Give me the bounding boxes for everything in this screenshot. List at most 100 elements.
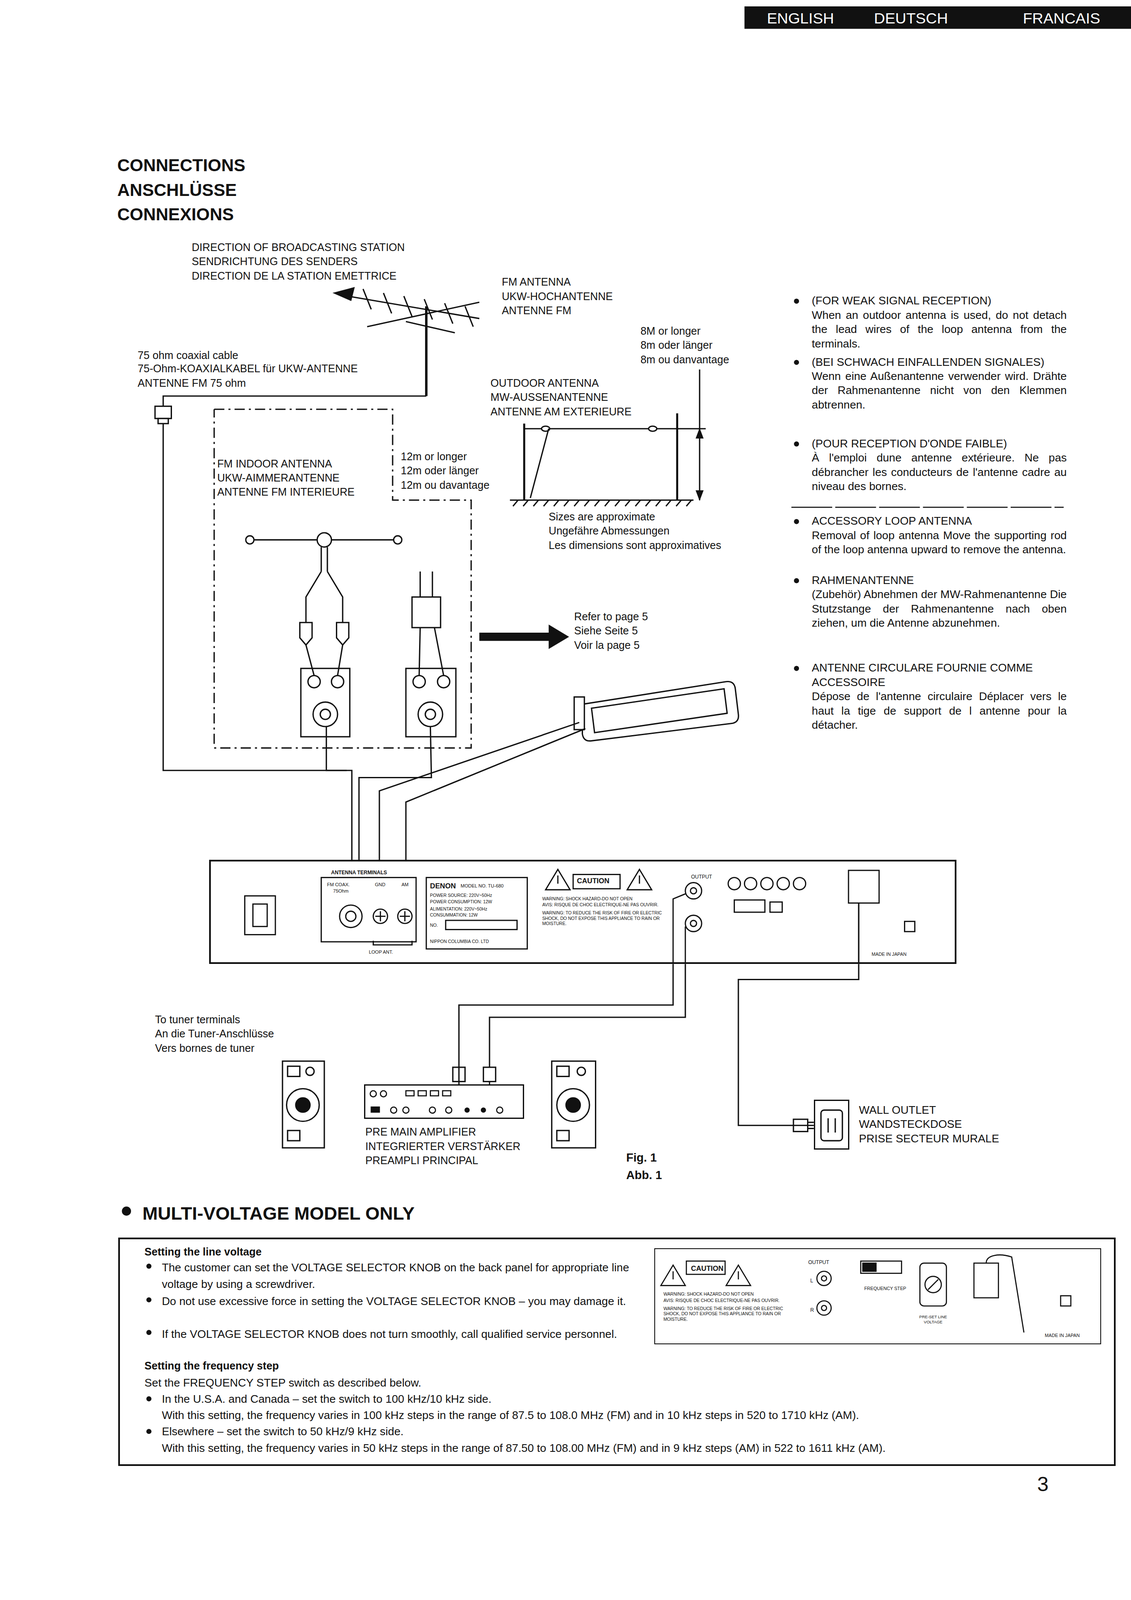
mini-panel-details <box>860 1260 902 1274</box>
amplifier-box: PRE MAIN AMPLIFIERINTEGRIERTER VERSTÄRKE… <box>364 1084 525 1119</box>
tuner-rear-panel-details <box>728 877 741 890</box>
node-text: ALIMENTATION: 220V~50Hz <box>430 906 488 913</box>
feeder-adapter <box>411 596 441 628</box>
tuner-rear-panel-details <box>684 926 686 964</box>
language-tab: FRANCAIS <box>1023 9 1101 29</box>
bullet-dot <box>793 518 799 525</box>
callout-label: Siehe Seite 5 <box>574 623 638 638</box>
t-dipole-antenna <box>325 726 327 748</box>
mini-panel-details <box>927 1279 939 1290</box>
node-text: NIPPON COLUMBIA CO. LTD <box>430 938 490 945</box>
node-text: CONSUMMATION: 12W <box>430 912 479 919</box>
wall-outlet-plug <box>821 1109 843 1141</box>
mini-panel-details <box>821 1305 827 1311</box>
node-text: Do not use excessive force in setting th… <box>161 1292 639 1309</box>
mini-rear-panel: CAUTIONWARNING: SHOCK HAZARD-DO NOT OPEN… <box>654 1247 1102 1344</box>
callout-label: DIRECTION OF BROADCASTING STATION <box>191 240 405 254</box>
node-text: GND <box>375 881 386 888</box>
node-text: PREAMPLI PRINCIPAL <box>365 1153 479 1167</box>
bullet-dot <box>122 298 800 1435</box>
t-dipole-antenna <box>331 675 344 688</box>
mini-panel-details <box>924 1276 942 1293</box>
speaker <box>306 1066 315 1076</box>
tuner-rear-panel-details <box>685 882 702 899</box>
output-cable <box>483 1066 496 1082</box>
note-body: Wenn eine Außenantenne verwender wird. D… <box>811 369 1067 412</box>
tuner-rear-panel-details <box>904 921 916 932</box>
fm-yagi-antenna <box>334 287 354 301</box>
t-dipole-antenna <box>306 571 322 623</box>
t-dipole-antenna <box>320 546 322 572</box>
tuner-rear-panel-details <box>760 877 774 890</box>
tuner-rear-panel-details <box>793 877 806 890</box>
tuner-rear-panel-details <box>573 874 621 889</box>
reference-arrow <box>479 624 569 649</box>
speaker <box>287 1130 301 1141</box>
fm-yagi-antenna <box>405 321 455 333</box>
node-text: CAUTION <box>577 876 610 886</box>
callout-label: 8M or longer <box>640 324 701 338</box>
t-dipole-antenna <box>300 622 313 645</box>
bullet-dot <box>146 1428 152 1434</box>
note-heading: RAHMENANTENNE <box>811 573 1067 588</box>
amplifier-controls <box>390 1106 397 1113</box>
callout-label: Vers bornes de tuner <box>154 1041 255 1055</box>
t-dipole-antenna <box>245 532 403 748</box>
bullet-dot <box>793 298 799 304</box>
fm-yagi-antenna <box>465 306 474 327</box>
bullet-dot <box>793 441 799 447</box>
fm-yagi-antenna <box>383 292 392 314</box>
mini-panel-details <box>821 1275 827 1281</box>
t-dipole-antenna <box>327 571 343 623</box>
speaker <box>282 1061 596 1148</box>
note-body: (Zubehör) Abnehmen der MW-Rahmenantenne … <box>811 587 1067 630</box>
speaker <box>556 1066 570 1077</box>
fm-yagi-antenna <box>334 287 480 396</box>
callout-label: FM ANTENNA <box>501 275 572 289</box>
node-text: MADE IN JAPAN <box>871 951 907 957</box>
callout-label: UKW-HOCHANTENNE <box>501 289 613 304</box>
note-body: When an outdoor antenna is used, do not … <box>811 308 1067 351</box>
loop-antenna <box>574 696 585 730</box>
tuner-rear-panel-details <box>777 877 790 890</box>
node-text: Elsewhere – set the switch to 50 kHz/9 k… <box>161 1424 404 1438</box>
note-heading: (BEI SCHWACH EINFALLENDEN SIGNALES) <box>811 355 1067 370</box>
callout-label: ANTENNE FM <box>501 303 572 318</box>
t-dipole-antenna <box>393 535 402 544</box>
tuner-rear-panel: ANTENNA TERMINALSFM COAX.75OhmGNDAMLOOP … <box>209 859 957 964</box>
speaker <box>577 1066 586 1076</box>
node-text: With this setting, the frequency varies … <box>161 1407 860 1422</box>
node-text: WANDSTECKDOSE <box>859 1116 962 1131</box>
callout-label: 8m ou danvantage <box>640 352 730 367</box>
coaxial-cable <box>154 406 172 419</box>
separator-line <box>791 506 1064 508</box>
tuner-rear-panel-details <box>769 901 783 913</box>
amplifier-controls <box>496 1106 503 1113</box>
amplifier-controls <box>430 1090 439 1096</box>
t-dipole-antenna <box>300 668 350 737</box>
node-text: FREQUENCY STEP <box>862 1285 909 1292</box>
wall-outlet-plug <box>807 1127 814 1129</box>
node-text: FM INDOOR ANTENNA <box>217 457 333 471</box>
language-tab: DEUTSCH <box>874 9 948 29</box>
t-dipole-antenna <box>306 644 315 676</box>
node-text: WARNING: TO REDUCE THE RISK OF FIRE OR E… <box>542 910 663 927</box>
node-text: ANTENNA TERMINALS <box>331 869 388 876</box>
bullet-dot <box>146 1329 152 1335</box>
node-text: NO. <box>430 922 438 929</box>
tuner-rear-panel-details <box>426 877 528 949</box>
wall-outlet-plug <box>807 1121 814 1123</box>
loop-antenna <box>582 681 739 741</box>
feeder-adapter <box>419 571 421 598</box>
amplifier-controls <box>445 1106 452 1113</box>
node-text: PRE MAIN AMPLIFIER <box>365 1125 476 1139</box>
node-text: LOOP ANT. <box>368 949 394 955</box>
outdoor-am-antenna <box>510 369 706 507</box>
page-title: CONNECTIONS <box>117 154 246 177</box>
mini-panel-details <box>919 1262 947 1306</box>
bullet-dot <box>793 577 799 583</box>
fm-yagi-antenna <box>363 288 372 310</box>
instruction-panel: MULTI-VOLTAGE MODEL ONLYSetting the line… <box>118 1237 1116 1466</box>
feeder-adapter <box>431 571 434 598</box>
callout-label: ANTENNE AM EXTERIEURE <box>490 405 632 419</box>
